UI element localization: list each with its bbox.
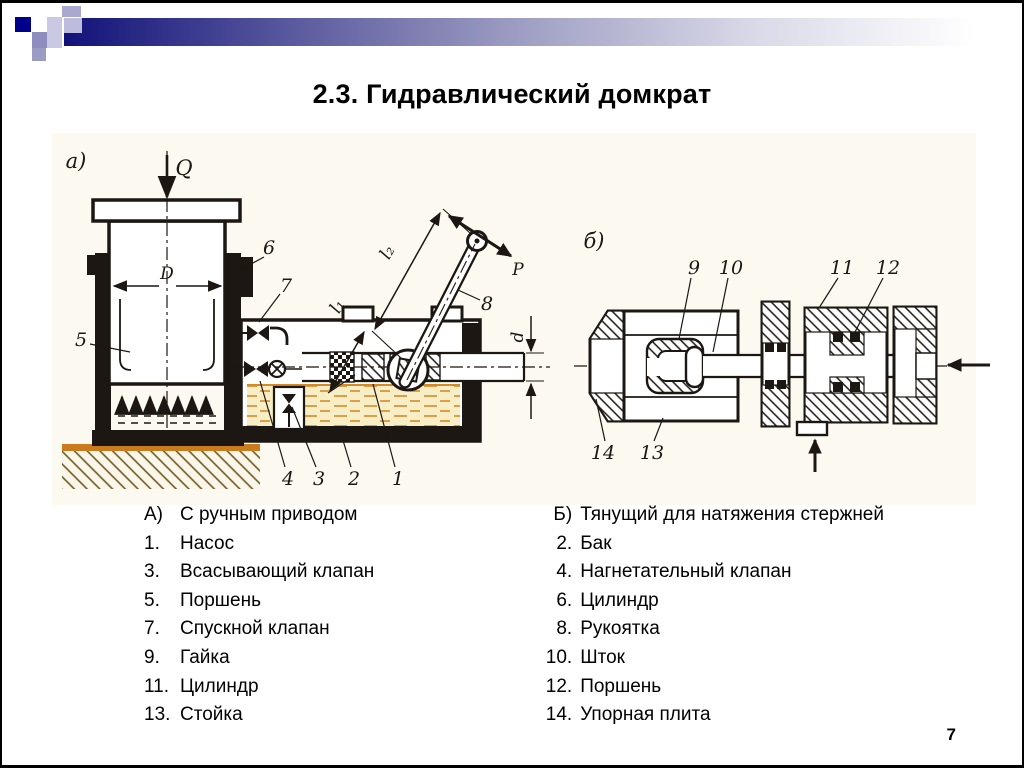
callout-2: 2 <box>347 468 360 490</box>
callout-14: 14 <box>591 442 615 464</box>
legend-item: 13.Стойка <box>144 704 243 726</box>
deco-square-on-bar <box>64 18 82 33</box>
legend-item: 1.Насос <box>144 532 235 554</box>
callout-12: 12 <box>876 257 900 279</box>
legend-item: А)С ручным приводом <box>144 504 358 525</box>
panel-b-label: б) <box>583 229 604 253</box>
pressure-arrows <box>114 395 214 415</box>
legend-column-b: Б)Тянущий для натяжения стержней 2.Бак 4… <box>534 501 884 730</box>
callout-13: 13 <box>640 442 664 464</box>
legend-item: 11.Цилиндр <box>144 675 259 697</box>
callout-9: 9 <box>688 257 700 279</box>
callout-4: 4 <box>281 468 294 490</box>
callout-5: 5 <box>75 329 87 351</box>
callout-leaders-b <box>595 277 884 442</box>
figure-hydraulic-jack: а) Q D l₂ l₁ P d 5 6 7 8 1 2 3 4 <box>52 133 990 505</box>
legend-item: 8.Рукоятка <box>556 618 660 640</box>
panel-a-drawing: а) Q D l₂ l₁ P d 5 6 7 8 1 2 3 4 <box>62 149 550 490</box>
legend-item: 9.Гайка <box>144 646 230 668</box>
ground-line <box>62 444 260 451</box>
panel-a-label: а) <box>66 149 87 173</box>
callout-1: 1 <box>392 468 404 490</box>
callout-7: 7 <box>280 275 293 297</box>
page-number: 7 <box>946 725 956 744</box>
parts-legend: А)С ручным приводом 1.Насос 3.Всасывающи… <box>144 501 884 730</box>
ground-hatch <box>62 451 260 489</box>
gland-collar <box>240 257 253 297</box>
legend-item: 7.Спускной клапан <box>144 618 330 640</box>
deco-square-mid <box>32 32 47 48</box>
deco-square-small <box>32 48 46 61</box>
legend-item: 3.Всасывающий клапан <box>144 561 375 583</box>
legend-item: 6.Цилиндр <box>556 589 659 611</box>
legend-item: 14.Упорная плита <box>545 704 711 726</box>
panel-b-drawing: б) 9 10 11 12 14 13 <box>574 229 990 472</box>
callout-3: 3 <box>313 468 325 490</box>
legend-item: 2.Бак <box>556 532 612 554</box>
hand-force-arrow <box>447 214 513 258</box>
legend-item: 10.Шток <box>545 646 625 668</box>
deco-square-top <box>62 6 81 17</box>
legend-item: 5.Поршень <box>144 589 261 611</box>
page-title: 2.3. Гидравлический домкрат <box>312 79 712 109</box>
load-label: Q <box>175 156 192 180</box>
hand-force-label: P <box>511 260 524 280</box>
legend-item: Б)Тянущий для натяжения стержней <box>553 504 884 525</box>
deco-square-light <box>47 17 62 48</box>
rod-diameter-label: d <box>508 331 528 342</box>
callout-6: 6 <box>263 237 275 259</box>
header-gradient-bar <box>64 18 1022 46</box>
deco-square-navy <box>15 17 31 32</box>
callout-11: 11 <box>830 257 854 279</box>
callout-8: 8 <box>481 293 493 315</box>
legend-item: 4.Нагнетательный клапан <box>556 561 792 583</box>
callout-leaders-a <box>89 256 481 468</box>
release-valve <box>241 325 289 345</box>
diameter-label: D <box>159 264 174 284</box>
callout-10: 10 <box>719 257 743 279</box>
legend-item: 12.Поршень <box>545 675 662 697</box>
legend-column-a: А)С ручным приводом 1.Насос 3.Всасывающи… <box>144 501 534 730</box>
